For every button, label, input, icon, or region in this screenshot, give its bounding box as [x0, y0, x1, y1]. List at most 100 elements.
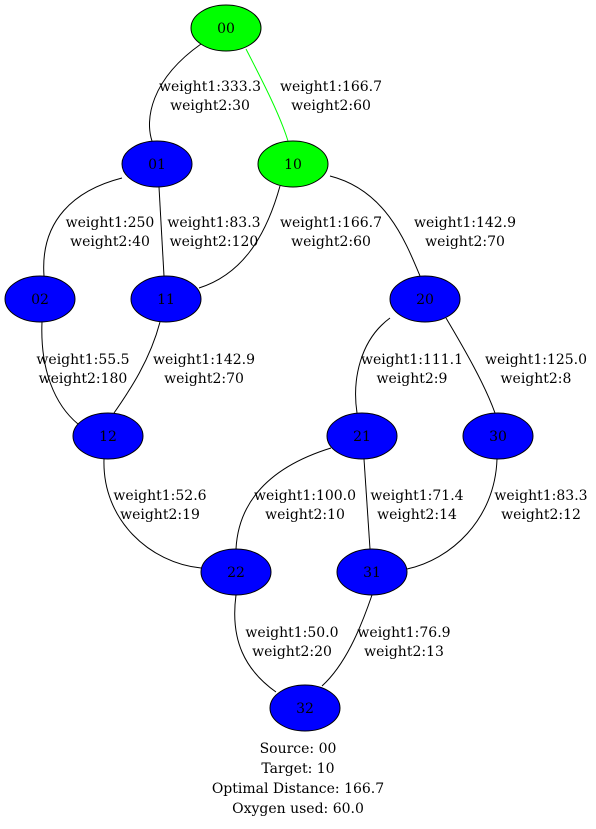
edge-line-02-12	[41, 321, 79, 425]
edge-line-00-01	[149, 43, 202, 142]
node-ellipse-11	[130, 275, 202, 323]
node-label-22: 22	[227, 565, 245, 581]
edge-line-11-12	[113, 321, 161, 414]
edge-10-20: weight1:142.9 weight2:70	[329, 175, 516, 277]
node-label-00: 00	[217, 21, 235, 37]
edge-weight2-label: weight2:9	[377, 371, 448, 387]
edge-weight2-label: weight2:19	[120, 507, 200, 523]
node-label-01: 01	[148, 157, 166, 173]
edge-line-30-31	[406, 458, 498, 570]
edge-weight2-label: weight2:60	[291, 234, 371, 250]
edge-22-32: weight1:50.0 weight2:20	[234, 594, 339, 693]
node-label-31: 31	[363, 565, 381, 581]
node-ellipse-32	[269, 684, 341, 732]
node-20: 20	[389, 275, 461, 323]
node-ellipse-02	[4, 275, 76, 323]
node-label-11: 11	[157, 292, 175, 308]
node-22: 22	[200, 548, 272, 596]
edge-line-10-11	[198, 185, 281, 289]
edge-weight2-label: weight2:8	[501, 371, 572, 387]
edge-weight1-label: weight1:142.9	[414, 215, 516, 231]
edge-line-22-32	[234, 594, 277, 693]
node-ellipse-12	[72, 412, 144, 460]
edges-layer: weight1:333.3weight2:30weight1:166.7weig…	[36, 43, 588, 693]
edge-weight1-label: weight1:166.7	[280, 79, 382, 95]
node-21: 21	[326, 412, 398, 460]
edge-21-22: weight1:100.0 weight2:10	[235, 447, 356, 550]
edge-weight2-label: weight2:40	[70, 234, 150, 250]
node-12: 12	[72, 412, 144, 460]
node-label-20: 20	[416, 292, 434, 308]
edge-weight1-label: weight1:76.9	[357, 625, 450, 641]
edge-weight1-label: weight1:83.3	[494, 488, 587, 504]
node-ellipse-00	[190, 4, 262, 52]
edge-line-21-31	[363, 458, 371, 550]
edge-01-02: weight1:250 weight2:40	[43, 177, 155, 277]
edge-weight2-label: weight2:70	[164, 371, 244, 387]
node-ellipse-10	[257, 140, 329, 188]
node-11: 11	[130, 275, 202, 323]
node-ellipse-21	[326, 412, 398, 460]
edge-weight1-label: weight1:111.1	[361, 352, 463, 368]
edge-weight1-label: weight1:166.7	[280, 215, 382, 231]
edge-weight1-label: weight1:71.4	[370, 488, 463, 504]
edge-01-11: weight1:83.3 weight2:120	[158, 186, 261, 277]
node-ellipse-31	[336, 548, 408, 596]
node-10: 10	[257, 140, 329, 188]
caption-oxygen-used: Oxygen used: 60.0	[232, 801, 364, 817]
node-label-12: 12	[99, 429, 117, 445]
edge-line-00-10	[245, 48, 289, 142]
edge-weight1-label: weight1:100.0	[254, 488, 356, 504]
caption-source: Source: 00	[260, 741, 337, 757]
node-32: 32	[269, 684, 341, 732]
edge-weight2-label: weight2:13	[364, 644, 444, 660]
edge-line-20-30	[445, 317, 496, 414]
node-02: 02	[4, 275, 76, 323]
node-00: 00	[190, 4, 262, 52]
edge-weight2-label: weight2:20	[252, 644, 332, 660]
node-ellipse-01	[121, 140, 193, 188]
caption-optimal-distance: Optimal Distance: 166.7	[212, 781, 384, 797]
edge-weight1-label: weight1:83.3	[167, 215, 260, 231]
node-label-32: 32	[296, 701, 314, 717]
node-label-21: 21	[353, 429, 371, 445]
edge-weight2-label: weight2:120	[170, 234, 259, 250]
edge-line-20-21	[355, 317, 391, 414]
edge-weight2-label: weight2:60	[291, 98, 371, 114]
node-30: 30	[462, 412, 534, 460]
edge-line-21-22	[235, 447, 332, 550]
edge-weight2-label: weight2:14	[377, 507, 457, 523]
nodes-layer: 00 01 10 02 11 20 12 21 30 22 31 32	[4, 4, 534, 732]
node-label-10: 10	[284, 157, 302, 173]
edge-02-12: weight1:55.5 weight2:180	[36, 321, 130, 425]
edge-weight1-label: weight1:250	[66, 215, 155, 231]
edge-00-10: weight1:166.7 weight2:60	[245, 48, 382, 142]
graph-caption: Source: 00 Target: 10 Optimal Distance: …	[212, 741, 384, 817]
edge-21-31: weight1:71.4 weight2:14	[363, 458, 464, 550]
node-ellipse-20	[389, 275, 461, 323]
edge-weight2-label: weight2:12	[501, 507, 581, 523]
node-label-02: 02	[31, 292, 49, 308]
edge-weight2-label: weight2:10	[265, 507, 345, 523]
node-ellipse-22	[200, 548, 272, 596]
edge-weight2-label: weight2:180	[39, 371, 128, 387]
edge-30-31: weight1:83.3 weight2:12	[406, 458, 588, 570]
edge-31-32: weight1:76.9 weight2:13	[321, 594, 451, 687]
edge-weight1-label: weight1:55.5	[36, 352, 129, 368]
edge-line-01-11	[158, 186, 165, 277]
edge-line-01-02	[43, 177, 123, 277]
node-31: 31	[336, 548, 408, 596]
node-01: 01	[121, 140, 193, 188]
edge-weight2-label: weight2:30	[170, 98, 250, 114]
edge-weight1-label: weight1:50.0	[245, 625, 338, 641]
edge-line-10-20	[329, 175, 421, 277]
node-ellipse-30	[462, 412, 534, 460]
edge-weight1-label: weight1:333.3	[159, 79, 261, 95]
node-label-30: 30	[489, 429, 507, 445]
edge-20-21: weight1:111.1 weight2:9	[355, 317, 463, 414]
edge-weight2-label: weight2:70	[425, 234, 505, 250]
